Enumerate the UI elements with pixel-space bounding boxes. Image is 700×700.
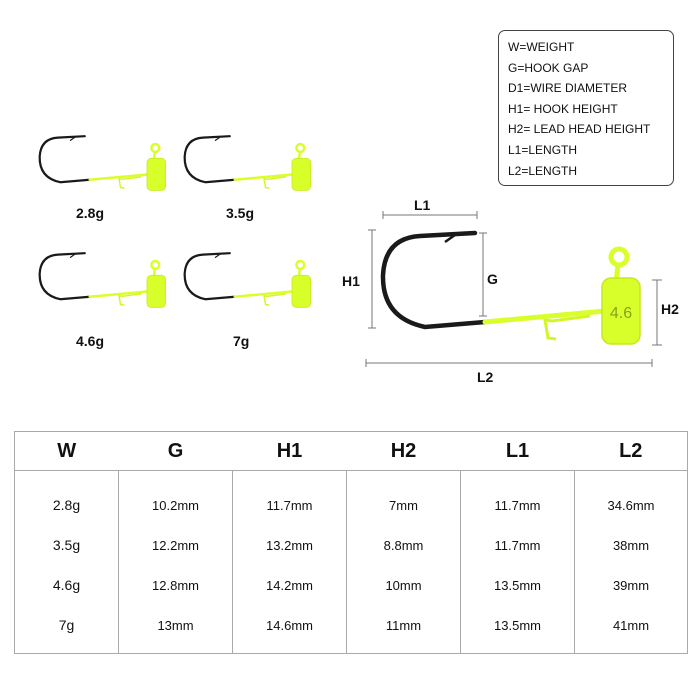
cell: 7mm <box>346 470 461 525</box>
cell: 12.2mm <box>118 525 233 565</box>
cell: 12.8mm <box>118 565 233 605</box>
cell: 13.2mm <box>232 525 347 565</box>
weight-label: 7g <box>233 333 250 349</box>
cell: 34.6mm <box>574 470 688 525</box>
cell: 11mm <box>346 605 461 654</box>
header-w: W <box>14 431 119 471</box>
cell: 4.6g <box>52 577 81 593</box>
cell: 10mm <box>346 565 461 605</box>
dimension-lines <box>365 211 662 367</box>
legend-item: D1=WIRE DIAMETER <box>508 81 628 96</box>
header-l2: L2 <box>574 431 688 471</box>
hook-3.5g <box>183 134 312 192</box>
cell: 11.7mm <box>460 470 575 525</box>
cell: 39mm <box>574 565 688 605</box>
cell: 38mm <box>574 525 688 565</box>
header-l1: L1 <box>460 431 575 471</box>
cell: 11.7mm <box>460 525 575 565</box>
hook-7g <box>183 251 312 309</box>
legend-item: W=WEIGHT <box>508 40 575 54</box>
cell: 14.2mm <box>232 565 347 605</box>
header-g: G <box>118 431 233 471</box>
cell: 7g <box>58 617 75 633</box>
cell: 2.8g <box>52 497 81 513</box>
hook-4.6g <box>38 251 167 309</box>
label-h2: H2 <box>661 301 679 317</box>
legend-item: L1=LENGTH <box>508 142 578 157</box>
label-l1: L1 <box>414 197 431 213</box>
cell: 13.5mm <box>460 605 575 654</box>
cell: 10.2mm <box>118 470 233 525</box>
table-header-row: W G H1 H2 L1 L2 <box>14 431 688 471</box>
label-h1: H1 <box>342 273 360 289</box>
weight-label: 3.5g <box>226 205 255 221</box>
header-h1: H1 <box>232 431 347 471</box>
hook-large <box>383 233 640 344</box>
header-h2: H2 <box>346 431 461 471</box>
weight-label: 2.8g <box>76 205 105 221</box>
cell: 13mm <box>118 605 233 654</box>
hook-2.8g <box>38 134 167 192</box>
legend-box: W=WEIGHT G=HOOK GAP D1=WIRE DIAMETER H1=… <box>498 30 674 186</box>
legend-item: H1= HOOK HEIGHT <box>508 101 618 116</box>
cell: 13.5mm <box>460 565 575 605</box>
head-mark: 4.6 <box>610 305 632 322</box>
cell: 11.7mm <box>232 470 347 525</box>
legend-item: G=HOOK GAP <box>508 60 589 75</box>
label-g: G <box>487 271 498 287</box>
cell: 14.6mm <box>232 605 347 654</box>
cell: 3.5g <box>52 537 81 553</box>
hook-diagram: 4.6 L1 H1 G H2 L2 <box>38 134 679 385</box>
label-l2: L2 <box>477 369 494 385</box>
legend-item: H2= LEAD HEAD HEIGHT <box>508 122 651 137</box>
cell: 8.8mm <box>346 525 461 565</box>
cell: 41mm <box>574 605 688 654</box>
weight-label: 4.6g <box>76 333 105 349</box>
legend-item: L2=LENGTH <box>508 163 578 178</box>
